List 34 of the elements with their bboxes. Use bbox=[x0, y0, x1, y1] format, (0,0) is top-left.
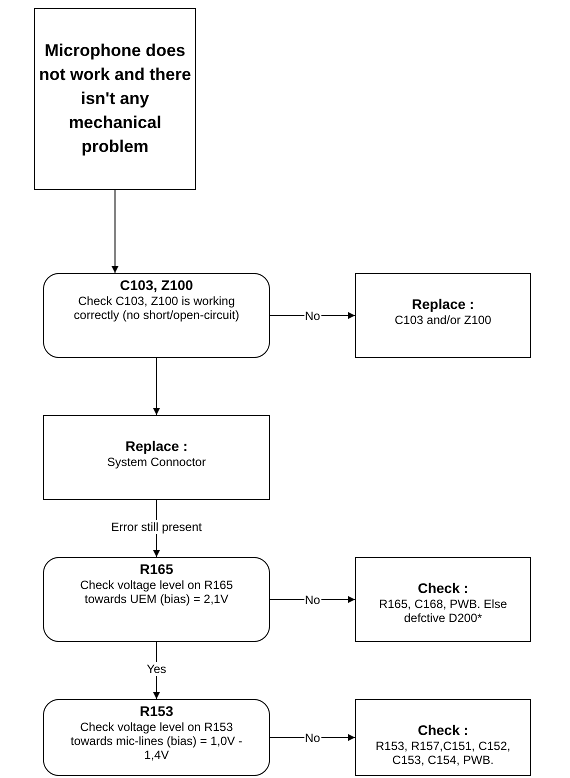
box-heading: Check : bbox=[418, 580, 468, 597]
box-text: R165, C168, PWB. Else defctive D200* bbox=[378, 597, 508, 625]
arrow bbox=[270, 312, 356, 319]
box-heading: C103, Z100 bbox=[120, 277, 194, 294]
arrow bbox=[153, 642, 160, 700]
box-heading: R153 bbox=[140, 703, 174, 720]
decision-box bbox=[43, 557, 270, 642]
box-text: System Connoctor bbox=[106, 455, 207, 469]
box-text: R153, R157,C151, C152, C153, C154, PWB. bbox=[374, 739, 512, 767]
arrow bbox=[270, 734, 356, 741]
arrow bbox=[270, 596, 356, 603]
box-heading: Replace : bbox=[412, 296, 474, 313]
decision-box bbox=[43, 273, 270, 358]
edge-label: Error still present bbox=[110, 520, 203, 534]
edge-label: No bbox=[304, 592, 322, 606]
decision-box bbox=[43, 699, 270, 776]
box-heading: Check : bbox=[418, 722, 468, 739]
edge-label: Yes bbox=[146, 662, 168, 676]
edge-label: No bbox=[304, 308, 322, 322]
edge-label: No bbox=[304, 730, 322, 744]
box-heading: Replace : bbox=[125, 438, 188, 455]
action-box bbox=[355, 557, 531, 642]
box-text: Check voltage level on R165 towards UEM (bias) = 2,1V bbox=[79, 578, 234, 606]
action-box bbox=[43, 415, 270, 500]
box-text: C103 and/or Z100 bbox=[394, 313, 492, 327]
action-box bbox=[355, 699, 531, 776]
box-text: Check voltage level on R153 towards mic-lines (bias) = 1,0V - 1,4V bbox=[70, 720, 244, 762]
action-box bbox=[355, 273, 531, 358]
box-text: Check C103, Z100 is working correctly (no short/open-circuit) bbox=[72, 294, 240, 322]
arrow bbox=[153, 358, 160, 416]
arrow bbox=[112, 190, 118, 274]
box-title: Microphone does not work and there isn't any mechanical problem bbox=[38, 40, 192, 158]
start-box bbox=[34, 8, 196, 190]
box-heading: R165 bbox=[140, 561, 174, 578]
